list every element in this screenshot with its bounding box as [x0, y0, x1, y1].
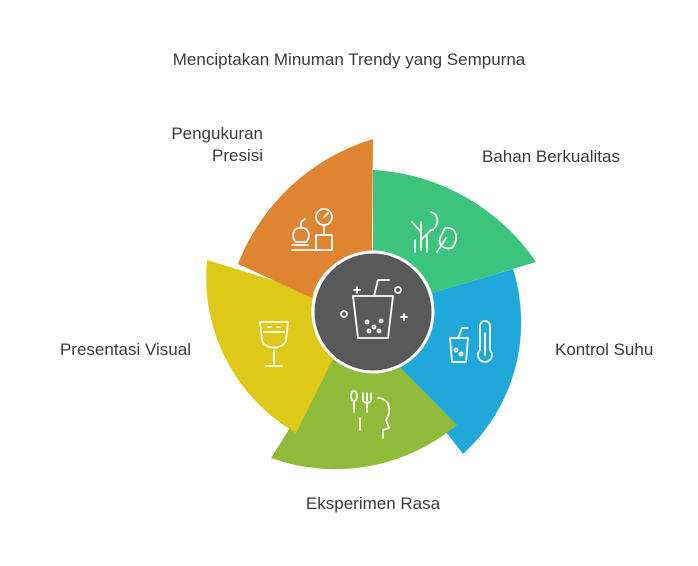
bubble-drink-icon — [340, 279, 408, 339]
label-bahan-berkualitas: Bahan Berkualitas — [482, 147, 620, 166]
diagram-title: Menciptakan Minuman Trendy yang Sempurna — [172, 50, 526, 69]
label-pengukuran-line2: Presisi — [211, 146, 263, 165]
label-presentasi-visual: Presentasi Visual — [59, 340, 191, 359]
thermometer-drink-icon — [449, 320, 493, 363]
label-pengukuran-presisi: Pengukuran Presisi — [171, 123, 263, 167]
scale-measure-icon — [291, 208, 333, 251]
goblet-icon — [259, 321, 289, 367]
label-kontrol-suhu: Kontrol Suhu — [555, 340, 654, 359]
plant-leaf-icon — [411, 211, 458, 253]
taste-head-icon — [350, 390, 391, 439]
center-hub — [311, 250, 435, 374]
label-eksperimen-rasa: Eksperimen Rasa — [305, 494, 441, 513]
label-pengukuran-line1: Pengukuran — [171, 124, 263, 143]
